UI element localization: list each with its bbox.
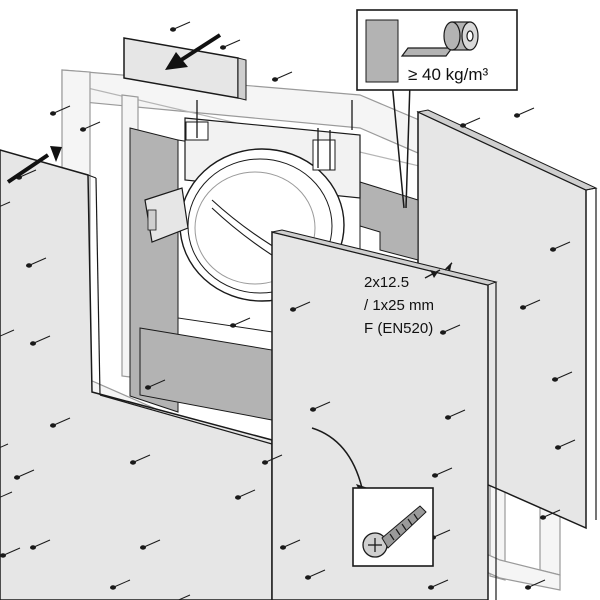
board-thickness-annotation <box>424 262 453 279</box>
arrow-left-board <box>6 146 62 184</box>
screw-mark <box>50 423 56 428</box>
drywall-screw-icon <box>362 505 427 558</box>
screw-mark <box>552 377 558 382</box>
board-spec-line2: / 1x25 mm <box>364 297 434 314</box>
screw-mark <box>235 495 241 500</box>
screw-mark <box>170 27 176 32</box>
screw-mark <box>280 545 286 550</box>
screw-mark <box>550 247 556 252</box>
insulation-right <box>359 181 419 261</box>
screw-mark <box>525 585 531 590</box>
screw-mark <box>50 111 56 116</box>
screw-mark <box>14 475 20 480</box>
board-spec-line1: 2x12.5 <box>364 274 409 291</box>
screw-mark <box>460 123 466 128</box>
screw-mark <box>130 460 136 465</box>
screw-mark <box>428 585 434 590</box>
mounting-bracket-left <box>185 100 209 141</box>
screw-mark <box>30 545 36 550</box>
screw-mark <box>110 585 116 590</box>
screw-mark <box>514 113 520 118</box>
screw-mark <box>555 445 561 450</box>
insulation-callout: ≥ 40 kg/m³ <box>356 9 518 209</box>
insulation-swatch <box>365 19 399 83</box>
screw-mark <box>305 575 311 580</box>
screw-detail-callout <box>311 427 434 567</box>
screw-mark <box>310 407 316 412</box>
board-spec-line3: F (EN520) <box>364 320 433 337</box>
screw-mark <box>0 553 6 558</box>
fire-damper <box>144 100 361 302</box>
insulation-roll-icon <box>400 21 479 57</box>
screws <box>0 21 576 600</box>
right-front-board <box>271 229 498 600</box>
screw-mark <box>30 341 36 346</box>
screw-mark <box>290 307 296 312</box>
screw-mark <box>145 385 151 390</box>
screw-mark <box>540 515 546 520</box>
insulation-density-label: ≥ 40 kg/m³ <box>408 65 489 84</box>
screw-mark <box>26 263 32 268</box>
screw-mark <box>230 323 236 328</box>
screw-mark <box>432 473 438 478</box>
screw-mark <box>140 545 146 550</box>
arrow-top-board <box>165 33 222 70</box>
screw-mark <box>262 460 268 465</box>
screw-mark <box>272 77 278 82</box>
screw-mark <box>440 330 446 335</box>
screw-mark <box>80 127 86 132</box>
screw-mark <box>445 415 451 420</box>
insertion-arrows <box>6 33 222 184</box>
mounting-bracket-right <box>312 100 353 171</box>
screw-mark <box>220 45 226 50</box>
top-back-board <box>123 37 247 101</box>
screw-mark <box>520 305 526 310</box>
